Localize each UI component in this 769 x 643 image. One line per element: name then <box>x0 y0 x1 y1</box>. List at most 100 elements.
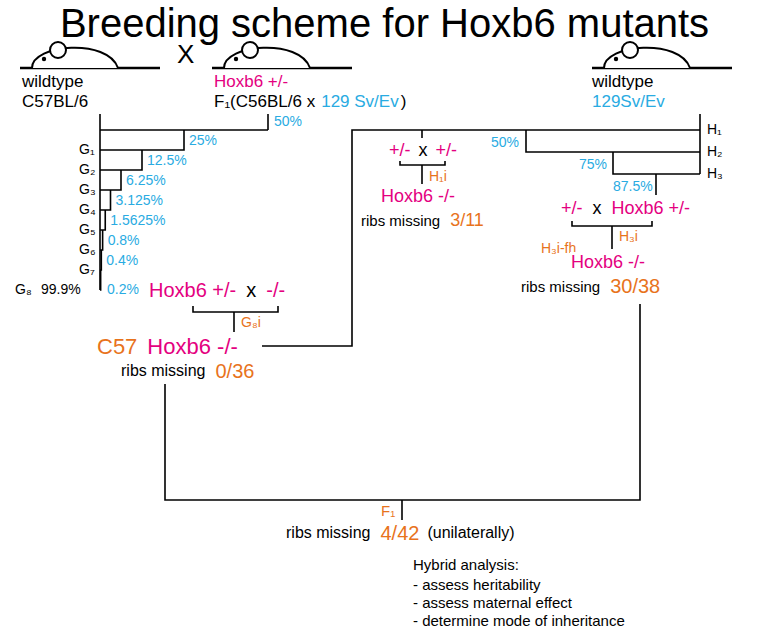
label-text: - assess maternal effect <box>412 594 573 611</box>
pedigree-line <box>611 226 613 249</box>
caption-text: wildtype <box>592 72 665 92</box>
label-text: 0/36 <box>214 360 255 383</box>
label-text: 129 Sv/Ev <box>320 92 400 112</box>
caption-text: 129Sv/Ev <box>592 92 665 112</box>
mouse-drawing <box>212 42 352 68</box>
label-text: Hoxb6 -/- <box>380 186 456 207</box>
pedigree-line <box>100 150 142 170</box>
pedigree-line <box>400 161 445 165</box>
mouse-body <box>32 48 118 68</box>
pedigree-line <box>401 500 403 520</box>
label-text: H₁i <box>428 168 448 184</box>
label-text: 50% <box>273 113 303 129</box>
pedigree-line <box>99 114 101 290</box>
mouse-caption: wildtype129Sv/Ev <box>592 72 665 111</box>
pedigree-line <box>100 230 103 250</box>
label-text: 3/11 <box>449 210 485 231</box>
label-text: +/- <box>388 140 412 161</box>
pedigree-line <box>100 130 184 150</box>
label-text: Hoxb6 -/- <box>570 252 646 273</box>
label-text: G₅ <box>78 221 97 237</box>
label-text: G₂ <box>78 161 96 177</box>
mouse-eye <box>234 57 238 61</box>
label-text: x <box>245 279 257 302</box>
label-text: - determine mode of inheritance <box>412 612 626 629</box>
label-text: 4/42 <box>379 522 420 545</box>
label-text: 0.4% <box>105 252 139 268</box>
pedigree-line <box>526 130 700 152</box>
label-text: 0.8% <box>107 232 141 248</box>
label-text: 30/38 <box>609 275 661 298</box>
label-text: (unilaterally) <box>426 524 515 542</box>
pedigree-line <box>99 270 101 290</box>
label-text: Hoxb6 -/- <box>146 334 238 359</box>
label-text: 6.25% <box>125 172 167 188</box>
caption-text: wildtype <box>22 72 88 92</box>
label-text: 50% <box>490 134 520 150</box>
mouse-eye <box>614 57 618 61</box>
pedigree-line <box>233 312 235 332</box>
label-text: G₆ <box>78 241 97 257</box>
label-text: - assess heritability <box>412 576 542 593</box>
label-text: 25% <box>188 132 218 148</box>
label-text: Hoxb6 +/- <box>611 198 692 219</box>
mouse-caption: wildtypeC57BL/6 <box>22 72 88 111</box>
pedigree-line <box>421 165 423 184</box>
pedigree-line <box>262 130 700 346</box>
label-text: ribs missing <box>520 278 601 295</box>
label-text: G₈ <box>14 281 33 297</box>
label-text: 75% <box>578 156 608 172</box>
figure-title: Breeding scheme for Hoxb6 mutants <box>0 0 769 46</box>
pedigree-line <box>100 210 105 230</box>
label-text: Hybrid analysis: <box>412 556 520 573</box>
label-text: +/- <box>560 198 584 219</box>
label-text: F₁ <box>380 502 396 519</box>
label-text: G₃ <box>78 181 97 197</box>
pedigree-line <box>613 152 700 174</box>
label-text: H₂ <box>706 143 724 159</box>
label-text: X <box>176 40 195 70</box>
label-text: H₁ <box>706 121 723 137</box>
label-text: -/- <box>265 279 286 302</box>
label-text: C57 <box>96 334 138 359</box>
mouse-body <box>224 48 310 68</box>
pedigree-line <box>421 130 423 138</box>
label-text: ribs missing <box>285 524 371 542</box>
label-text: +/- <box>435 140 459 161</box>
label-text: x <box>592 198 603 219</box>
mouse-body <box>604 48 690 68</box>
pedigree-line <box>100 190 111 210</box>
mouse-drawing <box>592 42 732 68</box>
label-text: x <box>418 140 429 161</box>
caption-text: F₁(C56BL/6 x <box>214 92 315 112</box>
label-text: G₇ <box>78 261 96 277</box>
label-text: 1.5625% <box>109 212 166 228</box>
pedigree-line <box>572 221 652 226</box>
mouse-eye <box>42 57 46 61</box>
pedigree-line <box>193 306 278 312</box>
label-text: G₄ <box>78 201 97 217</box>
label-text: 99.9% <box>40 281 82 297</box>
label-text: ) <box>400 92 408 112</box>
pedigree-line <box>100 250 101 270</box>
label-text: G₈i <box>240 314 262 330</box>
pedigree-line <box>655 174 657 195</box>
label-text: Hoxb6 +/- <box>148 279 237 302</box>
label-text: 0.2% <box>106 281 140 297</box>
mouse-caption: Hoxb6 +/-F₁(C56BL/6 x <box>214 72 315 111</box>
label-text: G₁ <box>78 141 96 157</box>
pedigree-line <box>267 114 269 130</box>
label-text: 87.5% <box>612 178 654 194</box>
label-text: ribs missing <box>120 362 206 380</box>
caption-text: Hoxb6 +/- <box>214 72 315 92</box>
label-text: ribs missing <box>360 212 441 229</box>
label-text: H₃i <box>618 228 639 244</box>
label-text: 12.5% <box>146 152 188 168</box>
label-text: H₃ <box>706 165 724 181</box>
caption-text: C57BL/6 <box>22 92 88 112</box>
mouse-drawing <box>20 42 160 68</box>
label-text: 3.125% <box>115 192 164 208</box>
pedigree-line <box>100 170 121 190</box>
pedigree-line <box>699 114 701 174</box>
